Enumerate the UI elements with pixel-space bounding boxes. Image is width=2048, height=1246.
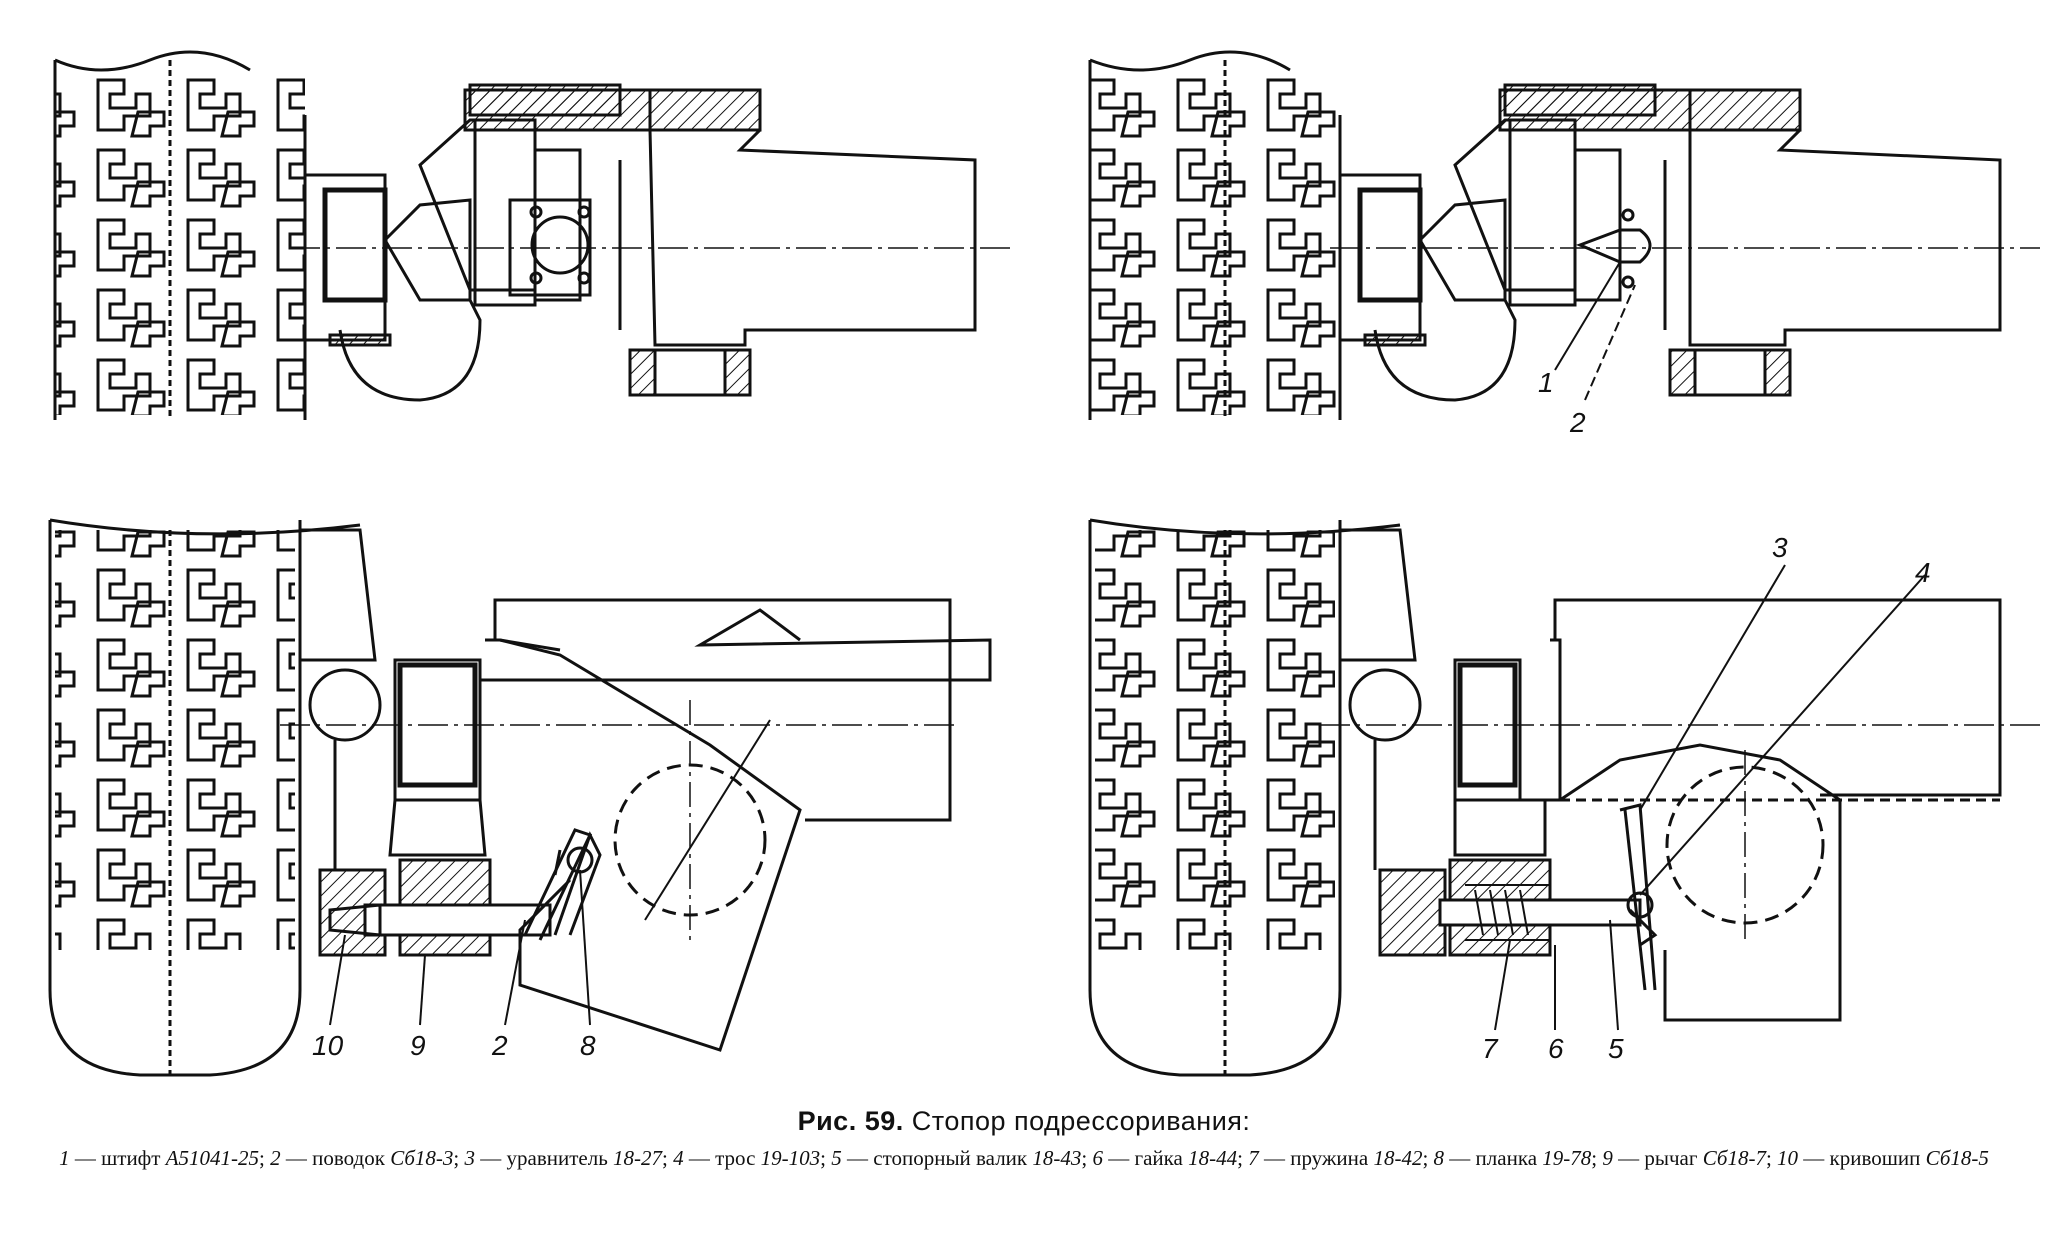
tire-bottom-left bbox=[48, 518, 361, 1077]
callout-bottom-right-3: 3 bbox=[1772, 532, 1788, 563]
legend-item-code: 18-44 bbox=[1188, 1146, 1238, 1170]
legend-item-code: Сб18-3 bbox=[390, 1146, 454, 1170]
figure-caption: Рис. 59. Стопор подрессоривания: 1 — шти… bbox=[0, 1106, 2048, 1171]
legend-item-name: пружина bbox=[1290, 1146, 1369, 1170]
parts-legend: 1 — штифт А51041-25; 2 — поводок Сб18-3;… bbox=[40, 1145, 2008, 1171]
callout-bottom-right-6: 6 bbox=[1548, 1033, 1564, 1064]
legend-item-code: 18-27 bbox=[613, 1146, 663, 1170]
legend-item-name: гайка bbox=[1134, 1146, 1183, 1170]
callout-bottom-right-7: 7 bbox=[1482, 1033, 1499, 1064]
callout-bottom-right-4: 4 bbox=[1915, 557, 1931, 588]
figure-title: Стопор подрессоривания: bbox=[911, 1106, 1251, 1136]
legend-item-name: поводок bbox=[312, 1146, 385, 1170]
legend-item-code: Сб18-5 bbox=[1925, 1146, 1989, 1170]
tire-top-right bbox=[1088, 50, 1342, 420]
legend-item: 7 — пружина 18-42; bbox=[1248, 1146, 1434, 1170]
legend-item-name: штифт bbox=[101, 1146, 161, 1170]
legend-item-name: уравнитель bbox=[506, 1146, 608, 1170]
legend-item-number: 6 bbox=[1092, 1146, 1103, 1170]
callout-bottom-left-10: 10 bbox=[312, 1030, 344, 1061]
legend-item-code: А51041-25 bbox=[165, 1146, 260, 1170]
panel-bottom-right bbox=[1088, 518, 2040, 1077]
legend-item-name: кривошип bbox=[1829, 1146, 1921, 1170]
legend-item-number: 9 bbox=[1602, 1146, 1613, 1170]
legend-item-number: 8 bbox=[1433, 1146, 1445, 1170]
legend-item-number: 3 bbox=[464, 1146, 476, 1170]
legend-item: 5 — стопорный валик 18-43; bbox=[831, 1146, 1093, 1170]
legend-item-name: рычаг bbox=[1644, 1146, 1698, 1170]
leader-lines-bottom-left bbox=[329, 869, 591, 1026]
caption-title: Рис. 59. Стопор подрессоривания: bbox=[0, 1106, 2048, 1137]
legend-item: 2 — поводок Сб18-3; bbox=[270, 1146, 465, 1170]
panel-bottom-left bbox=[48, 518, 992, 1077]
legend-item-number: 2 bbox=[270, 1146, 281, 1170]
legend-item-number: 4 bbox=[673, 1146, 684, 1170]
legend-item-number: 1 bbox=[59, 1146, 70, 1170]
panel-top-left bbox=[53, 50, 1010, 420]
callout-bottom-right-5: 5 bbox=[1608, 1033, 1624, 1064]
legend-item: 6 — гайка 18-44; bbox=[1092, 1146, 1249, 1170]
legend-item-name: планка bbox=[1475, 1146, 1538, 1170]
legend-item-name: трос bbox=[715, 1146, 756, 1170]
legend-item-code: 18-42 bbox=[1373, 1146, 1423, 1170]
tire-bottom-right bbox=[1088, 518, 1401, 1077]
callout-top-right-1: 1 bbox=[1538, 367, 1554, 398]
panel-top-right bbox=[1088, 50, 2040, 420]
legend-item: 3 — уравнитель 18-27; bbox=[464, 1146, 674, 1170]
legend-item-code: 18-43 bbox=[1032, 1146, 1082, 1170]
legend-item: 9 — рычаг Сб18-7; bbox=[1602, 1146, 1778, 1170]
legend-item-code: 19-103 bbox=[760, 1146, 821, 1170]
legend-item-number: 10 bbox=[1777, 1146, 1799, 1170]
legend-item: 1 — штифт А51041-25; bbox=[59, 1146, 271, 1170]
tire-top-left bbox=[53, 50, 307, 420]
leader-lines-bottom-right bbox=[1494, 564, 1926, 1031]
legend-item-name: стопорный валик bbox=[873, 1146, 1028, 1170]
legend-item: 4 — трос 19-103; bbox=[673, 1146, 832, 1170]
legend-item-code: Сб18-7 bbox=[1702, 1146, 1766, 1170]
legend-item-code: 19-78 bbox=[1542, 1146, 1592, 1170]
callout-bottom-left-9: 9 bbox=[410, 1030, 426, 1061]
legend-item: 8 — планка 19-78; bbox=[1433, 1146, 1603, 1170]
callout-bottom-left-8: 8 bbox=[580, 1030, 596, 1061]
legend-item-number: 5 bbox=[831, 1146, 842, 1170]
callout-bottom-left-2: 2 bbox=[491, 1030, 508, 1061]
callout-top-right-2: 2 bbox=[1569, 407, 1586, 438]
figure-label: Рис. 59. bbox=[797, 1106, 904, 1136]
legend-item-number: 7 bbox=[1248, 1146, 1259, 1170]
legend-item: 10 — кривошип Сб18-5 bbox=[1777, 1146, 1989, 1170]
